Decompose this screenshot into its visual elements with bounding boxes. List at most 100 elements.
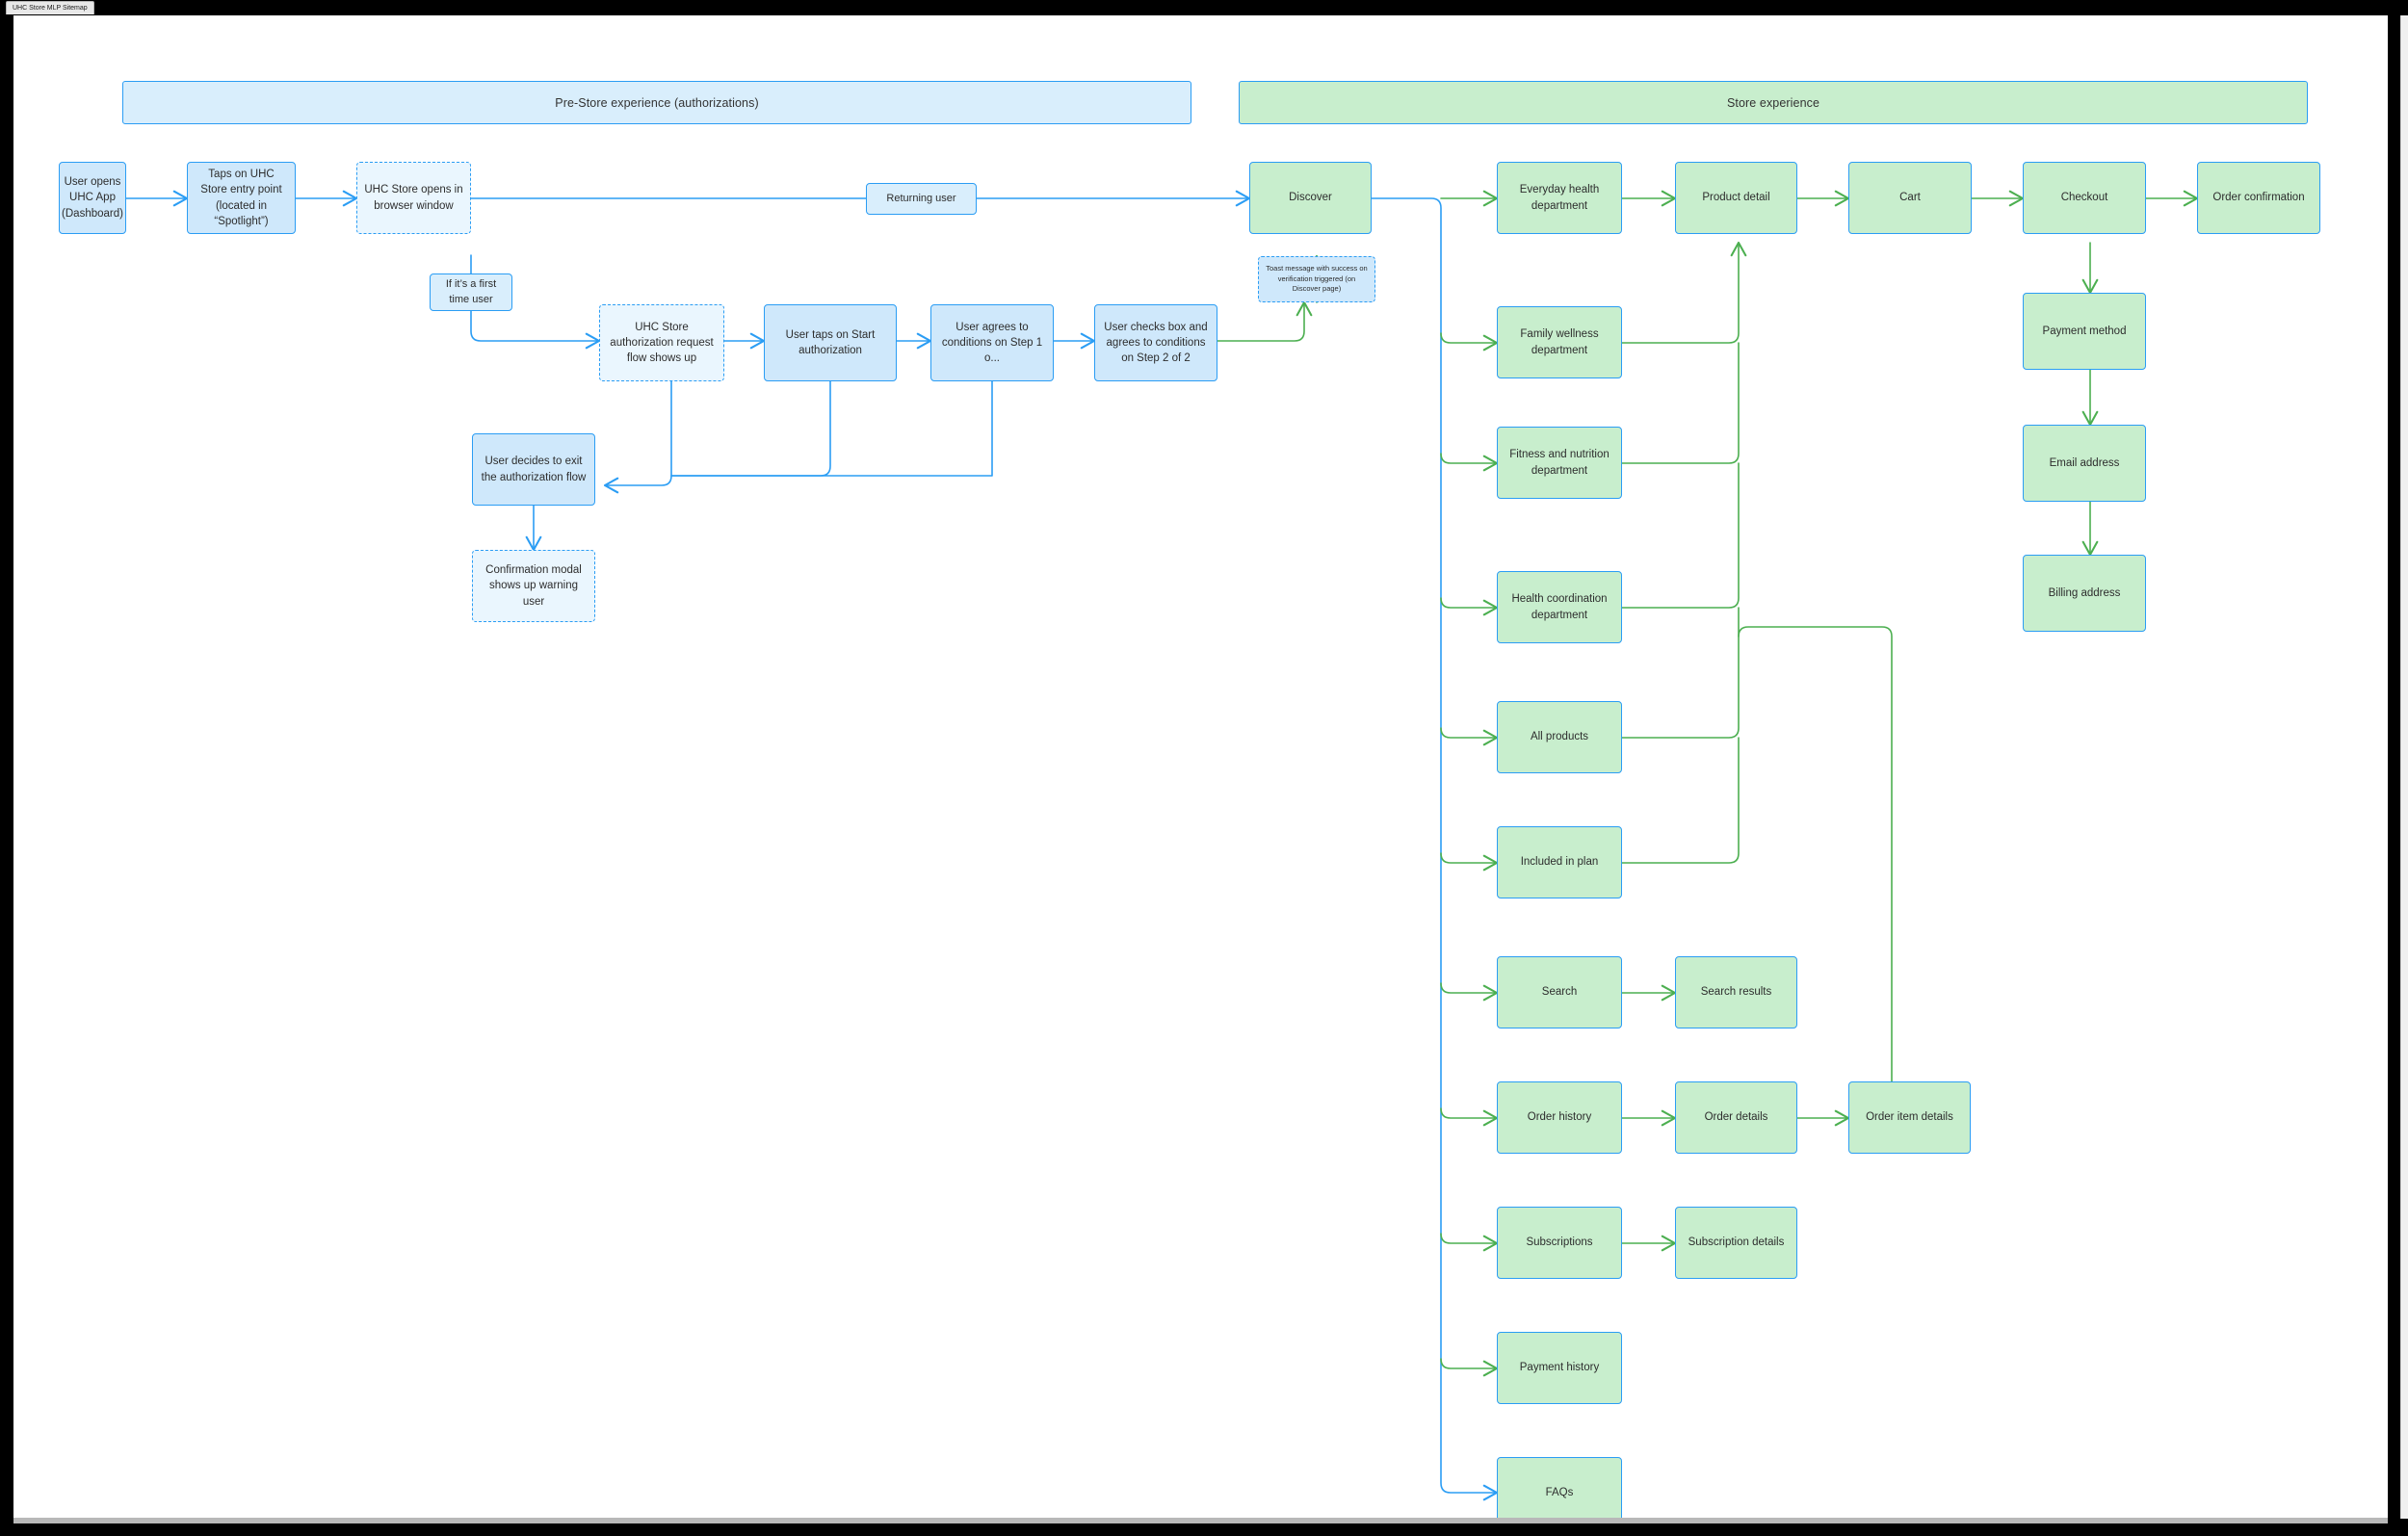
- node-search-results[interactable]: Search results: [1675, 956, 1797, 1028]
- node-label: Returning user: [886, 192, 956, 204]
- node-label: User checks box and agrees to conditions…: [1104, 321, 1208, 365]
- node-all-products[interactable]: All products: [1497, 701, 1622, 773]
- node-auth-request-flow[interactable]: UHC Store authorization request flow sho…: [599, 304, 724, 381]
- node-order-details[interactable]: Order details: [1675, 1081, 1797, 1154]
- edge-discover-to-search: [1440, 982, 1499, 1002]
- node-label: Everyday health department: [1519, 184, 1600, 212]
- node-cart[interactable]: Cart: [1848, 162, 1972, 234]
- node-payment-history[interactable]: Payment history: [1497, 1332, 1622, 1404]
- node-first-time-user[interactable]: If it’s a first time user: [430, 273, 512, 311]
- node-store-opens-browser[interactable]: UHC Store opens in browser window: [356, 162, 471, 234]
- edge-discover-to-orderhistory: [1440, 1107, 1499, 1127]
- node-label: User agrees to conditions on Step 1 o...: [941, 321, 1043, 365]
- edge-discover-to-fitness: [1440, 453, 1499, 472]
- node-label: Order item details: [1866, 1111, 1953, 1124]
- node-everyday-health-department[interactable]: Everyday health department: [1497, 162, 1622, 234]
- node-agrees-conditions-step-2[interactable]: User checks box and agrees to conditions…: [1094, 304, 1217, 381]
- node-label: Discover: [1289, 192, 1332, 204]
- node-label: Health coordination department: [1511, 593, 1608, 621]
- band-store-experience: Store experience: [1239, 81, 2308, 124]
- node-label: Payment history: [1519, 1362, 1600, 1374]
- node-returning-user[interactable]: Returning user: [866, 183, 977, 215]
- edge-layer: [125, 190, 2199, 1501]
- node-label: Product detail: [1702, 192, 1770, 204]
- node-label: User opens UHC App (Dashboard): [62, 176, 123, 220]
- node-label: Fitness and nutrition department: [1509, 449, 1610, 477]
- band-pre-store-experience: Pre-Store experience (authorizations): [122, 81, 1191, 124]
- edge-discover-to-paymenthistory: [1440, 1358, 1499, 1377]
- node-label: User decides to exit the authorization f…: [481, 456, 587, 483]
- node-order-history[interactable]: Order history: [1497, 1081, 1622, 1154]
- vertical-scrollbar[interactable]: [2400, 15, 2408, 1519]
- node-taps-start-authorization[interactable]: User taps on Start authorization: [764, 304, 897, 381]
- node-label: Confirmation modal shows up warning user: [485, 564, 582, 608]
- edge-discover-to-allproducts: [1440, 727, 1499, 746]
- node-order-item-details[interactable]: Order item details: [1848, 1081, 1971, 1154]
- edge-start-to-exit: [670, 380, 831, 477]
- edge-step1-to-exit: [670, 380, 993, 477]
- node-label: Order history: [1527, 1111, 1592, 1124]
- node-checkout[interactable]: Checkout: [2023, 162, 2146, 234]
- node-label: All products: [1530, 731, 1589, 743]
- edge-discover-spine: [1371, 197, 1499, 1501]
- node-label: Email address: [2049, 456, 2120, 469]
- node-label: Order confirmation: [2212, 192, 2305, 204]
- edge-firsttime-to-authflow: [470, 310, 601, 350]
- edge-family-to-product: [1621, 241, 1747, 344]
- node-label: Included in plan: [1520, 856, 1599, 869]
- node-payment-method[interactable]: Payment method: [2023, 293, 2146, 370]
- node-label: Billing address: [2048, 586, 2121, 599]
- node-label: Subscription details: [1688, 1237, 1785, 1249]
- node-subscriptions[interactable]: Subscriptions: [1497, 1207, 1622, 1279]
- edge-step2-to-discover: [1217, 300, 1313, 342]
- node-label: FAQs: [1545, 1487, 1574, 1499]
- node-label: Taps on UHC Store entry point (located i…: [200, 168, 282, 227]
- diagram-canvas[interactable]: Pre-Store experience (authorizations) St…: [13, 15, 2388, 1519]
- node-confirmation-modal[interactable]: Confirmation modal shows up warning user: [472, 550, 595, 622]
- edge-discover-to-subscriptions: [1440, 1233, 1499, 1252]
- node-health-coordination-department[interactable]: Health coordination department: [1497, 571, 1622, 643]
- node-taps-entry-point[interactable]: Taps on UHC Store entry point (located i…: [187, 162, 296, 234]
- horizontal-scrollbar[interactable]: [13, 1518, 2388, 1523]
- node-label: Checkout: [2060, 192, 2108, 204]
- document-tab[interactable]: UHC Store MLP Sitemap: [6, 1, 94, 14]
- edge-discover-to-healthcoord: [1440, 597, 1499, 616]
- edge-authflow-to-exit: [603, 380, 672, 494]
- node-agrees-conditions-step-1[interactable]: User agrees to conditions on Step 1 o...: [930, 304, 1054, 381]
- node-email-address[interactable]: Email address: [2023, 425, 2146, 502]
- node-included-in-plan[interactable]: Included in plan: [1497, 826, 1622, 898]
- node-user-exits-authorization[interactable]: User decides to exit the authorization f…: [472, 433, 595, 506]
- node-label: Search results: [1700, 986, 1772, 999]
- node-label: Order details: [1704, 1111, 1768, 1124]
- node-label: Family wellness department: [1520, 328, 1599, 356]
- node-fitness-nutrition-department[interactable]: Fitness and nutrition department: [1497, 427, 1622, 499]
- band-label: Store experience: [1726, 95, 1820, 110]
- node-billing-address[interactable]: Billing address: [2023, 555, 2146, 632]
- node-label: Search: [1541, 986, 1578, 999]
- node-search[interactable]: Search: [1497, 956, 1622, 1028]
- edge-discover-to-family: [1440, 332, 1499, 351]
- edge-included-to-product: [1621, 737, 1740, 864]
- node-label: If it’s a first time user: [445, 277, 497, 305]
- node-label: UHC Store authorization request flow sho…: [610, 321, 714, 365]
- node-order-confirmation[interactable]: Order confirmation: [2197, 162, 2320, 234]
- node-product-detail[interactable]: Product detail: [1675, 162, 1797, 234]
- band-label: Pre-Store experience (authorizations): [555, 95, 759, 110]
- node-subscription-details[interactable]: Subscription details: [1675, 1207, 1797, 1279]
- node-toast-message[interactable]: Toast message with success on verificati…: [1258, 256, 1375, 302]
- node-label: Toast message with success on verificati…: [1266, 263, 1368, 294]
- node-label: Payment method: [2042, 325, 2127, 337]
- window-tabbar: UHC Store MLP Sitemap: [0, 0, 2408, 15]
- node-user-opens-app[interactable]: User opens UHC App (Dashboard): [59, 162, 126, 234]
- node-label: UHC Store opens in browser window: [364, 184, 463, 212]
- node-label: Subscriptions: [1526, 1237, 1593, 1249]
- node-family-wellness-department[interactable]: Family wellness department: [1497, 306, 1622, 378]
- edge-healthcoord-to-product: [1621, 462, 1740, 609]
- node-faqs[interactable]: FAQs: [1497, 1457, 1622, 1519]
- node-discover[interactable]: Discover: [1249, 162, 1372, 234]
- edge-fitness-to-product: [1621, 342, 1740, 464]
- node-label: Cart: [1899, 192, 1921, 204]
- edge-discover-to-included: [1440, 852, 1499, 872]
- edge-allproducts-to-product: [1621, 607, 1740, 739]
